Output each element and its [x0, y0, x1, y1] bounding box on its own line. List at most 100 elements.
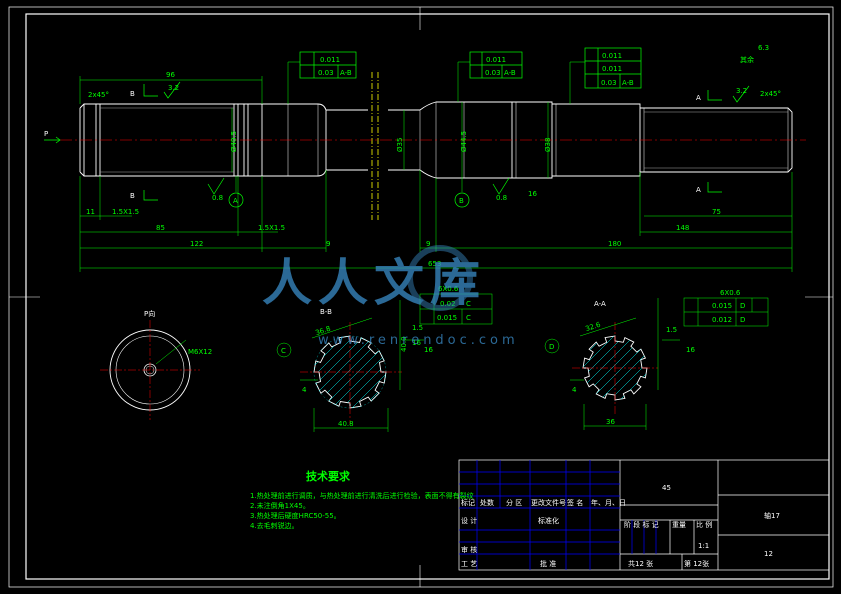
dim-m6x12: M6X12: [188, 348, 212, 356]
tech-line-4: 4.去毛刺锐边。: [250, 521, 299, 530]
tb-h-sheji: 设 计: [461, 516, 477, 525]
tb-h-bili: 比 例: [696, 520, 712, 529]
roughness-right: 3.2: [736, 87, 747, 95]
dim-653: 653: [428, 260, 441, 268]
tol2-b: 0.03: [485, 69, 501, 77]
aa-title: A-A: [594, 300, 606, 308]
tol3-b: 0.011: [602, 65, 622, 73]
tol4-a: 0.02: [440, 300, 456, 308]
dim-75: 75: [712, 208, 721, 216]
dim-96: 96: [166, 71, 175, 79]
tol4-d: C: [466, 314, 471, 322]
watermark-text: 人人文库: [262, 254, 486, 312]
datum-c: C: [281, 347, 286, 355]
tb-h-biaoji: 标记: [461, 498, 475, 507]
tb-h-qianming: 签 名: [567, 498, 583, 507]
tb-h-biaozhun: 标准化: [538, 516, 559, 525]
dim-40-0: 40.0: [400, 336, 408, 352]
dim-9a: 9: [326, 240, 330, 248]
section-aa: [544, 297, 769, 430]
watermark: 人人文库 www.renrendoc.com: [262, 245, 519, 348]
dim-dia35: Ø35: [396, 138, 404, 152]
dimension-lines: [79, 61, 793, 272]
tol1-b: 0.03: [318, 69, 334, 77]
dim-15x15b: 1.5X1.5: [258, 224, 285, 232]
bb-title: B-B: [320, 308, 332, 316]
tb-sheets: 共12 张: [628, 559, 653, 568]
tol2-a: 0.011: [486, 56, 506, 64]
tb-h-shenhe: 审 核: [461, 545, 477, 554]
tb-part-name: 轴17: [764, 511, 780, 520]
tb-h-chushu: 处数: [480, 498, 494, 507]
dim-122: 122: [190, 240, 203, 248]
p-view: [100, 320, 200, 420]
tb-h-gongyi: 工 艺: [461, 560, 477, 568]
tech-line-1: 1.热处理前进行调质，与热处理前进行清洗后进行检验，表面不得有裂纹: [250, 491, 474, 500]
datum-d: D: [549, 343, 554, 351]
section-b-bottom: B: [130, 192, 135, 200]
roughness-mid2: 0.8: [496, 194, 507, 202]
tol3-d: A-B: [622, 79, 634, 87]
dim-36: 36: [606, 418, 615, 426]
title-block-frame: [458, 459, 830, 571]
view-p-arrow: P: [44, 130, 48, 138]
tol5-d: D: [740, 316, 745, 324]
break-lines: [371, 72, 379, 220]
tol2-c: A-B: [504, 69, 516, 77]
tol4-head: 6X0.6: [438, 285, 459, 293]
tb-sheet-no: 第 12张: [684, 559, 709, 568]
section-markers: B B A A P P向 A B C D B-B A-A: [44, 90, 701, 355]
tol5-c: 0.012: [712, 316, 732, 324]
tech-title: 技术要求: [306, 469, 351, 483]
tb-drawing-no: 12: [764, 550, 773, 558]
watermark-logo-icon: [407, 245, 473, 311]
dim-32-6: 32.6: [584, 321, 602, 334]
dim-dia-right: Ø38: [544, 138, 552, 152]
dim-dia-mid: Ø44.5: [460, 131, 468, 152]
section-a-bottom: A: [696, 186, 701, 194]
tolerance-labels: 0.011 0.03 A-B 0.011 0.03 A-B 0.011 0.01…: [318, 52, 745, 324]
view-p-title: P向: [144, 309, 155, 318]
tb-h-gengai: 更改文件号: [531, 498, 566, 507]
dim-85: 85: [156, 224, 165, 232]
dim-180: 180: [608, 240, 621, 248]
roughness-mid: 0.8: [212, 194, 223, 202]
dimension-labels: 96 2x45° 2x45° 3.2 3.2 0.8 0.8 6.3 其余 11…: [86, 44, 781, 428]
tol1-a: 0.011: [320, 56, 340, 64]
roughness-left: 3.2: [168, 84, 179, 92]
tol5-b: D: [740, 302, 745, 310]
dim-40-8: 40.8: [338, 420, 354, 428]
dim-1-5: 1.5: [412, 324, 423, 332]
title-block-text: 45 轴17 12 标记 处数 分 区 更改文件号 签 名 年、月、日 设 计 …: [461, 484, 780, 568]
title-block-grid: [459, 460, 657, 570]
dim-16a: 16: [528, 190, 537, 198]
roughness-top: 6.3: [758, 44, 769, 52]
other-surface: 其余: [740, 55, 754, 64]
watermark-url: www.renrendoc.com: [318, 333, 519, 348]
dim-15x15: 1.5X1.5: [112, 208, 139, 216]
dim-16c: 16: [686, 346, 695, 354]
dim-4b: 4: [572, 386, 577, 394]
tb-material: 45: [662, 484, 671, 492]
dim-chamfer-right: 2x45°: [760, 90, 781, 98]
tol3-a: 0.011: [602, 52, 622, 60]
tol5-head: 6X0.6: [720, 289, 741, 297]
technical-requirements: 技术要求 1.热处理前进行调质，与热处理前进行清洗后进行检验，表面不得有裂纹 2…: [250, 469, 474, 530]
dim-dia-left: Ø40.5: [230, 131, 238, 152]
tol3-c: 0.03: [601, 79, 617, 87]
dim-11: 11: [86, 208, 95, 216]
section-b-top: B: [130, 90, 135, 98]
tol4-b: C: [466, 300, 471, 308]
tol5-a: 0.015: [712, 302, 732, 310]
dim-16b: 16: [412, 339, 421, 347]
dim-16d: 16: [424, 346, 433, 354]
dim-148: 148: [676, 224, 689, 232]
datum-a: A: [233, 197, 238, 205]
dim-9b: 9: [426, 240, 430, 248]
dim-chamfer-left: 2x45°: [88, 91, 109, 99]
tol1-c: A-B: [340, 69, 352, 77]
tb-scale: 1:1: [698, 542, 709, 550]
tb-h-pizhun: 批 准: [540, 559, 556, 568]
tb-h-date: 年、月、日: [591, 498, 626, 507]
